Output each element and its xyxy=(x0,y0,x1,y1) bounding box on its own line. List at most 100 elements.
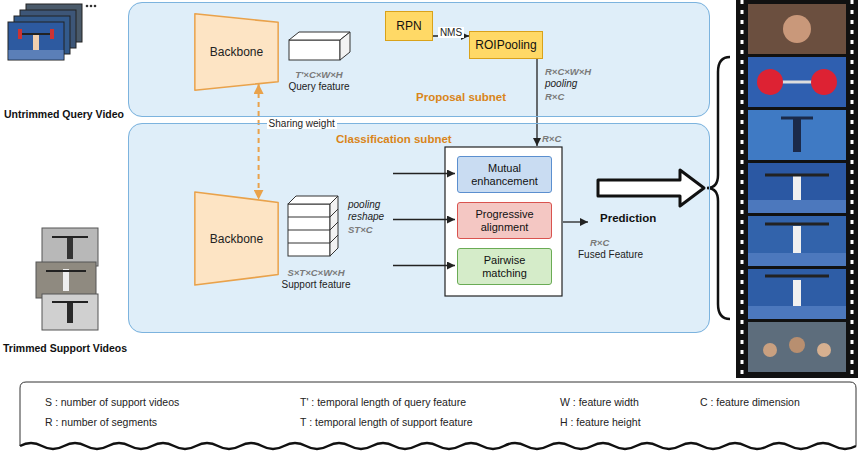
support-photo xyxy=(42,294,98,330)
film-frame xyxy=(748,216,846,266)
label-holder: T : temporal length of support feature xyxy=(300,412,473,430)
panel-fill xyxy=(128,123,710,333)
notation-frame xyxy=(20,382,856,446)
panel-title: Proposal subnet xyxy=(416,91,506,103)
feature-caption: Query feature xyxy=(288,81,349,92)
roi-pooling-box: ROIPooling xyxy=(469,31,543,59)
barbell xyxy=(46,270,86,272)
lifter-figure xyxy=(33,34,39,50)
dimension-label: S×T×C×W×H xyxy=(287,267,344,278)
torn-edge xyxy=(20,443,856,449)
barbell xyxy=(765,174,829,177)
label-holder: Query feature xyxy=(249,76,389,94)
label-holder: S : number of support videos xyxy=(45,392,179,410)
flow-arrow xyxy=(393,265,455,266)
dimension-label: ST×C xyxy=(348,224,373,235)
notation-entry: W : feature width xyxy=(560,396,639,408)
label-holder: T'×C×W×H xyxy=(249,64,389,82)
label-holder: W : feature width xyxy=(560,392,639,410)
subnet-panel: Classification subnetBackbone Mutual enha… xyxy=(128,123,710,333)
notation-entry: C : feature dimension xyxy=(700,396,800,408)
lifter-figure xyxy=(67,301,73,323)
operation-label: reshape xyxy=(348,211,384,222)
operation-label: pooling xyxy=(348,199,380,210)
lifter-figure xyxy=(67,237,73,259)
label-holder: pooling xyxy=(545,73,577,91)
feature-caption: Support feature xyxy=(282,279,351,290)
ellipsis-dot xyxy=(90,5,93,8)
cuboid-divider xyxy=(288,209,338,243)
module-box: Mutual enhancement xyxy=(457,156,552,193)
subnet-panel: Proposal subnet Backbone RPN ROIPooling xyxy=(128,2,710,117)
label-holder: T' : temporal length of query feature xyxy=(300,392,466,410)
film-sprocket xyxy=(851,0,854,378)
face xyxy=(783,15,811,43)
edge-label: NMS xyxy=(438,27,464,38)
connector xyxy=(258,84,260,200)
film-frame xyxy=(748,110,846,160)
barbell-plate xyxy=(18,29,22,39)
prediction-label: Prediction xyxy=(600,212,656,224)
label-holder: Prediction xyxy=(600,208,656,226)
frame-floor xyxy=(748,253,846,266)
barbell xyxy=(52,301,88,303)
prediction-arrow xyxy=(598,170,704,206)
support-photo xyxy=(42,228,98,266)
video-caption: Trimmed Support Videos xyxy=(3,342,127,354)
panel-fill xyxy=(128,2,710,117)
film-frame xyxy=(748,57,846,107)
panel-title-holder: Classification subnet xyxy=(336,129,452,147)
backbone-shape xyxy=(195,192,278,285)
label-holder: R×C×W×H xyxy=(545,61,591,79)
edge-label-holder: Sharing weight xyxy=(267,113,337,131)
film-frame xyxy=(748,4,846,54)
notation-entry: R : number of segments xyxy=(45,416,157,428)
support-photo xyxy=(36,262,96,298)
barbell-plate xyxy=(811,69,837,95)
fusion-frame xyxy=(445,147,562,296)
module-box: Progressive alignment xyxy=(457,202,552,239)
film-frame xyxy=(748,269,846,319)
node-label: RPN xyxy=(396,19,421,33)
backbone-block: Backbone xyxy=(194,13,279,91)
label-holder: Fused Feature xyxy=(578,244,643,262)
barbell xyxy=(765,223,829,226)
label-holder: R×C xyxy=(545,86,564,104)
label-holder: reshape xyxy=(348,206,384,224)
node-label: Mutual enhancement xyxy=(463,162,546,187)
frame-floor xyxy=(748,200,846,213)
flow-arrow xyxy=(393,219,455,220)
video-frame xyxy=(8,22,64,60)
frame-floor xyxy=(748,306,846,319)
label-holder: R : number of segments xyxy=(45,412,157,430)
frame-floor xyxy=(9,50,64,60)
rpn-box: RPN xyxy=(385,11,433,41)
dimension-label: R×C xyxy=(545,91,564,102)
flow-arrow xyxy=(536,58,537,146)
dimension-label: R×C×W×H xyxy=(545,66,591,77)
crowd-head xyxy=(789,337,805,353)
module-box: Pairwise matching xyxy=(457,248,552,285)
label-holder: S×T×C×W×H xyxy=(246,262,386,280)
notation-entry: T : temporal length of support feature xyxy=(300,416,473,428)
feature-cuboid xyxy=(340,32,350,60)
brace xyxy=(707,57,730,319)
lifter-figure xyxy=(793,226,801,253)
ellipsis-dot xyxy=(86,5,89,8)
lifter-arms xyxy=(781,117,813,120)
barbell xyxy=(52,236,88,238)
feature-caption: Fused Feature xyxy=(578,249,643,260)
flow-arrow xyxy=(393,173,455,174)
crowd-head xyxy=(817,343,831,357)
barbell xyxy=(20,33,52,35)
node-label: Backbone xyxy=(210,45,263,59)
ellipsis-dot xyxy=(94,5,97,8)
backbone-block: Backbone xyxy=(194,191,279,286)
edge-label-holder: NMS xyxy=(438,22,464,40)
label-holder: Trimmed Support Videos xyxy=(3,338,127,356)
label-holder: H : feature height xyxy=(560,412,641,430)
lifter-figure xyxy=(793,280,801,306)
dimension-label: T'×C×W×H xyxy=(295,69,342,80)
film-strip xyxy=(736,0,858,378)
